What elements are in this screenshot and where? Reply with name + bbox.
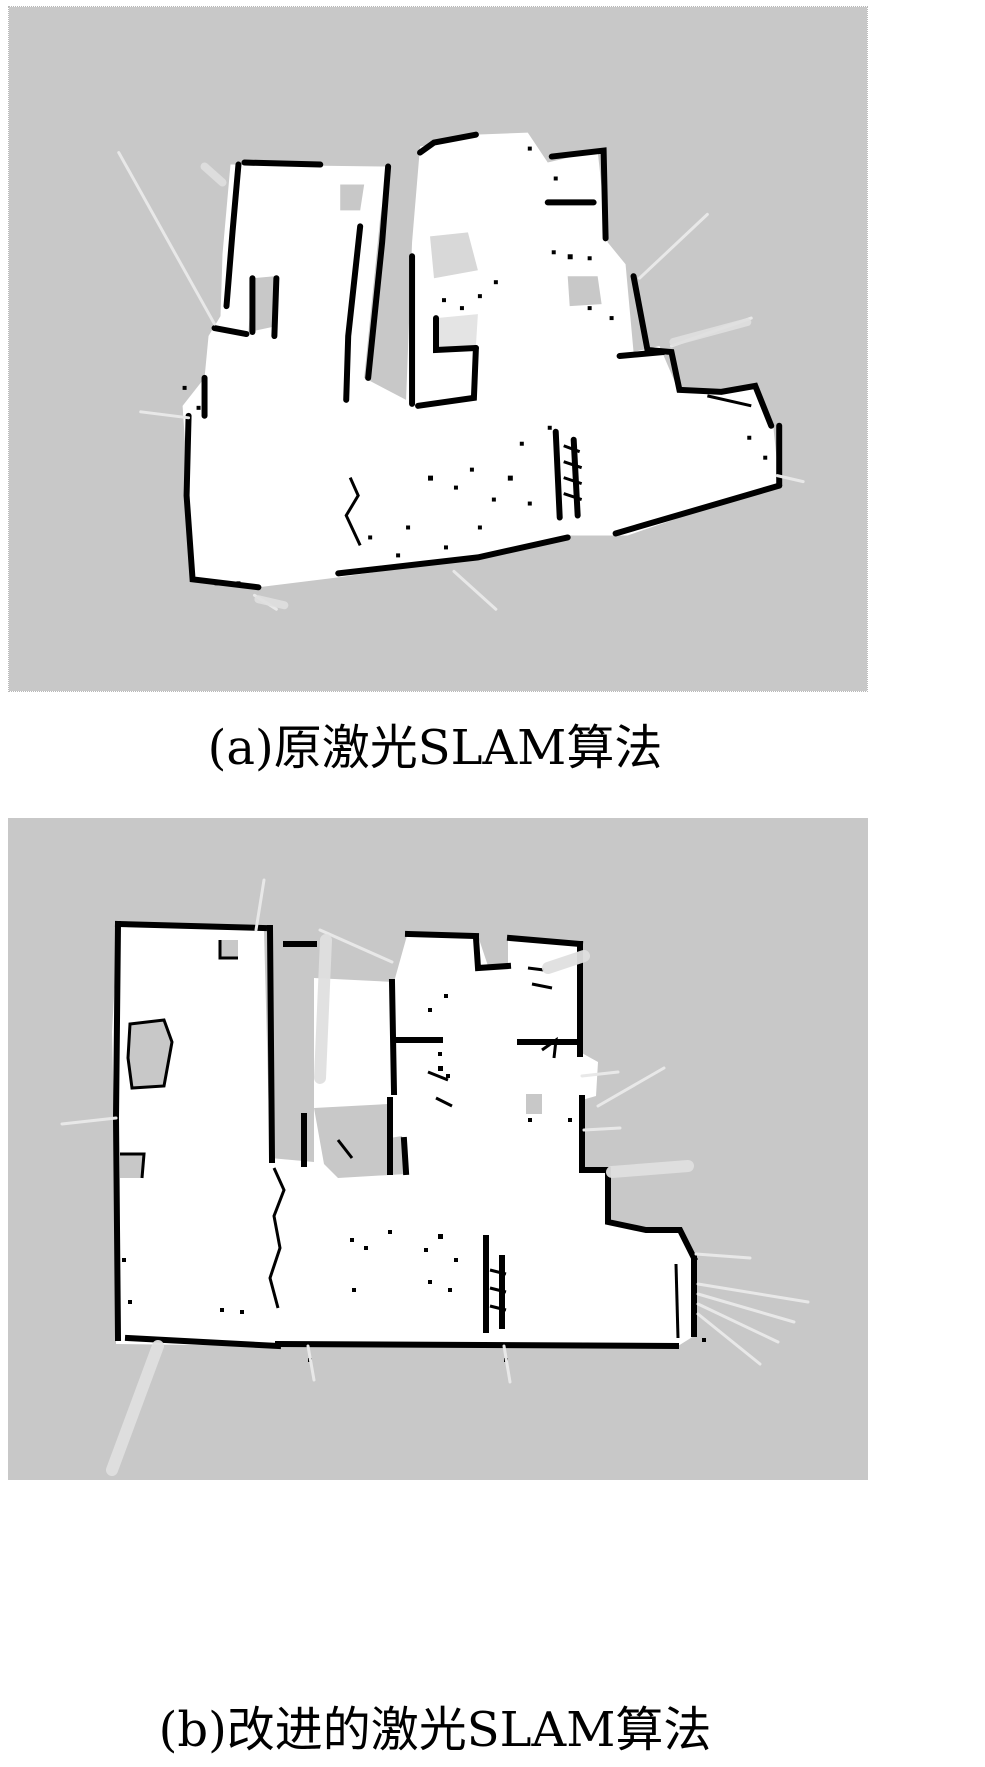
occupancy-map-original	[9, 7, 867, 691]
map-panel-improved	[8, 818, 868, 1480]
caption-improved-slam: (b)改进的激光SLAM算法	[158, 1702, 712, 1758]
occupancy-map-improved	[8, 818, 868, 1480]
map-panel-original	[8, 6, 868, 692]
caption-original-slam: (a)原激光SLAM算法	[207, 720, 663, 776]
